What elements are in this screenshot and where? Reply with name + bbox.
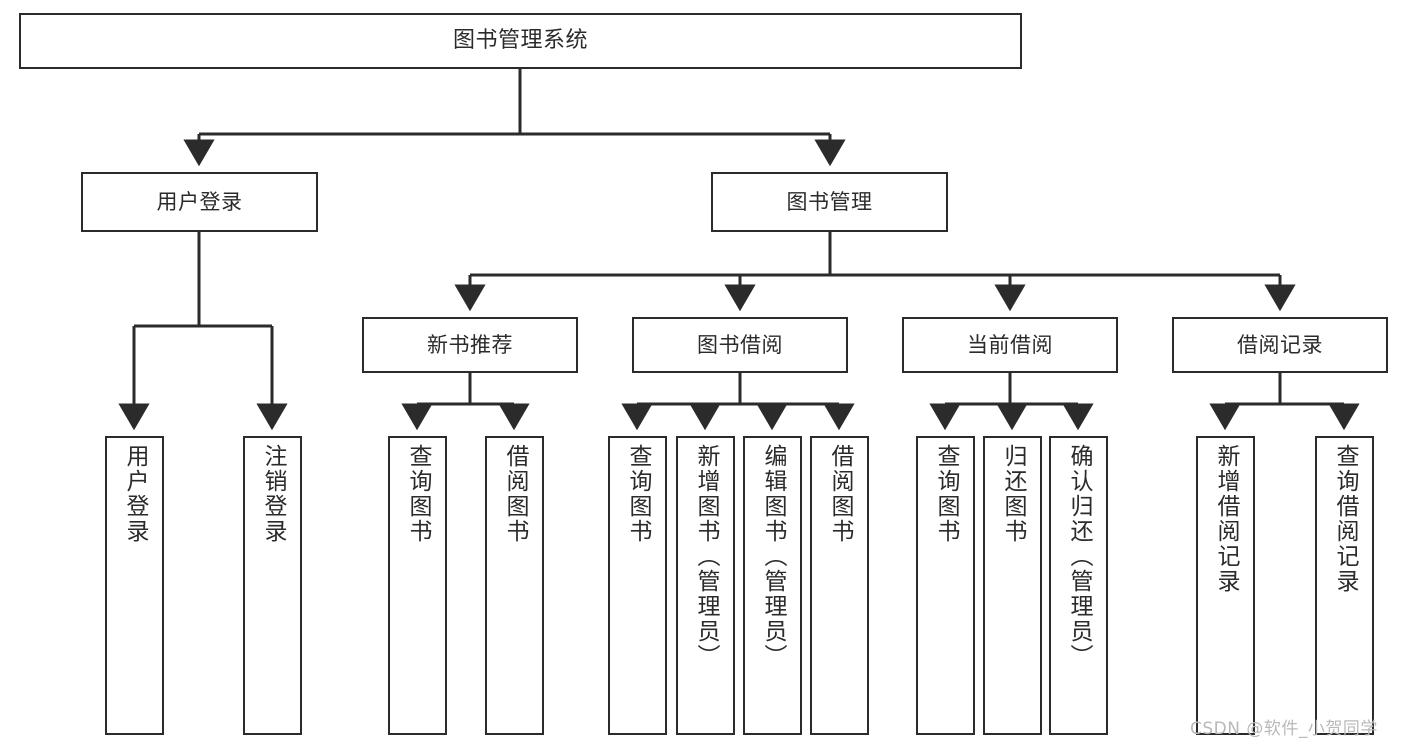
node-leaf-query-record-label: 查询借阅记录 <box>1332 444 1358 594</box>
node-leaf-edit-book[interactable]: 编辑图书（管理员） <box>743 436 802 735</box>
node-leaf-borrow-book-2[interactable]: 借阅图书 <box>810 436 869 735</box>
node-leaf-add-record[interactable]: 新增借阅记录 <box>1196 436 1255 735</box>
node-leaf-borrow-book-1[interactable]: 借阅图书 <box>485 436 544 735</box>
node-root[interactable]: 图书管理系统 <box>19 13 1022 69</box>
node-leaf-borrow-book-2-label: 借阅图书 <box>827 444 853 544</box>
node-leaf-confirm-return[interactable]: 确认归还（管理员） <box>1049 436 1108 735</box>
node-leaf-query-book-1[interactable]: 查询图书 <box>388 436 447 735</box>
watermark: CSDN @软件_小贺同学 <box>1190 719 1378 739</box>
node-borrow-record[interactable]: 借阅记录 <box>1172 317 1388 373</box>
node-leaf-logout-login[interactable]: 注销登录 <box>243 436 302 735</box>
node-leaf-query-book-3-label: 查询图书 <box>933 444 959 544</box>
node-user-login-label: 用户登录 <box>156 189 243 214</box>
node-leaf-return-book[interactable]: 归还图书 <box>983 436 1042 735</box>
node-leaf-add-book-label: 新增图书（管理员） <box>693 444 719 669</box>
node-new-book-recommend-label: 新书推荐 <box>427 332 513 357</box>
node-leaf-add-book[interactable]: 新增图书（管理员） <box>676 436 735 735</box>
node-leaf-query-record[interactable]: 查询借阅记录 <box>1315 436 1374 735</box>
node-leaf-borrow-book-1-label: 借阅图书 <box>502 444 528 544</box>
node-book-borrow-label: 图书借阅 <box>697 332 783 357</box>
node-leaf-logout-login-label: 注销登录 <box>260 444 286 544</box>
node-user-login[interactable]: 用户登录 <box>81 172 318 232</box>
node-book-management[interactable]: 图书管理 <box>711 172 948 232</box>
node-leaf-query-book-2-label: 查询图书 <box>625 444 651 544</box>
node-leaf-return-book-label: 归还图书 <box>1000 444 1026 544</box>
node-leaf-confirm-return-label: 确认归还（管理员） <box>1066 444 1092 669</box>
node-new-book-recommend[interactable]: 新书推荐 <box>362 317 578 373</box>
node-book-management-label: 图书管理 <box>786 189 873 214</box>
node-borrow-record-label: 借阅记录 <box>1237 332 1323 357</box>
node-leaf-edit-book-label: 编辑图书（管理员） <box>760 444 786 669</box>
node-root-label: 图书管理系统 <box>452 28 588 54</box>
node-leaf-user-login[interactable]: 用户登录 <box>105 436 164 735</box>
node-current-borrow[interactable]: 当前借阅 <box>902 317 1118 373</box>
node-leaf-user-login-label: 用户登录 <box>122 444 148 544</box>
node-leaf-query-book-2[interactable]: 查询图书 <box>608 436 667 735</box>
node-book-borrow[interactable]: 图书借阅 <box>632 317 848 373</box>
node-current-borrow-label: 当前借阅 <box>967 332 1053 357</box>
node-leaf-query-book-1-label: 查询图书 <box>405 444 431 544</box>
node-leaf-add-record-label: 新增借阅记录 <box>1213 444 1239 594</box>
node-leaf-query-book-3[interactable]: 查询图书 <box>916 436 975 735</box>
